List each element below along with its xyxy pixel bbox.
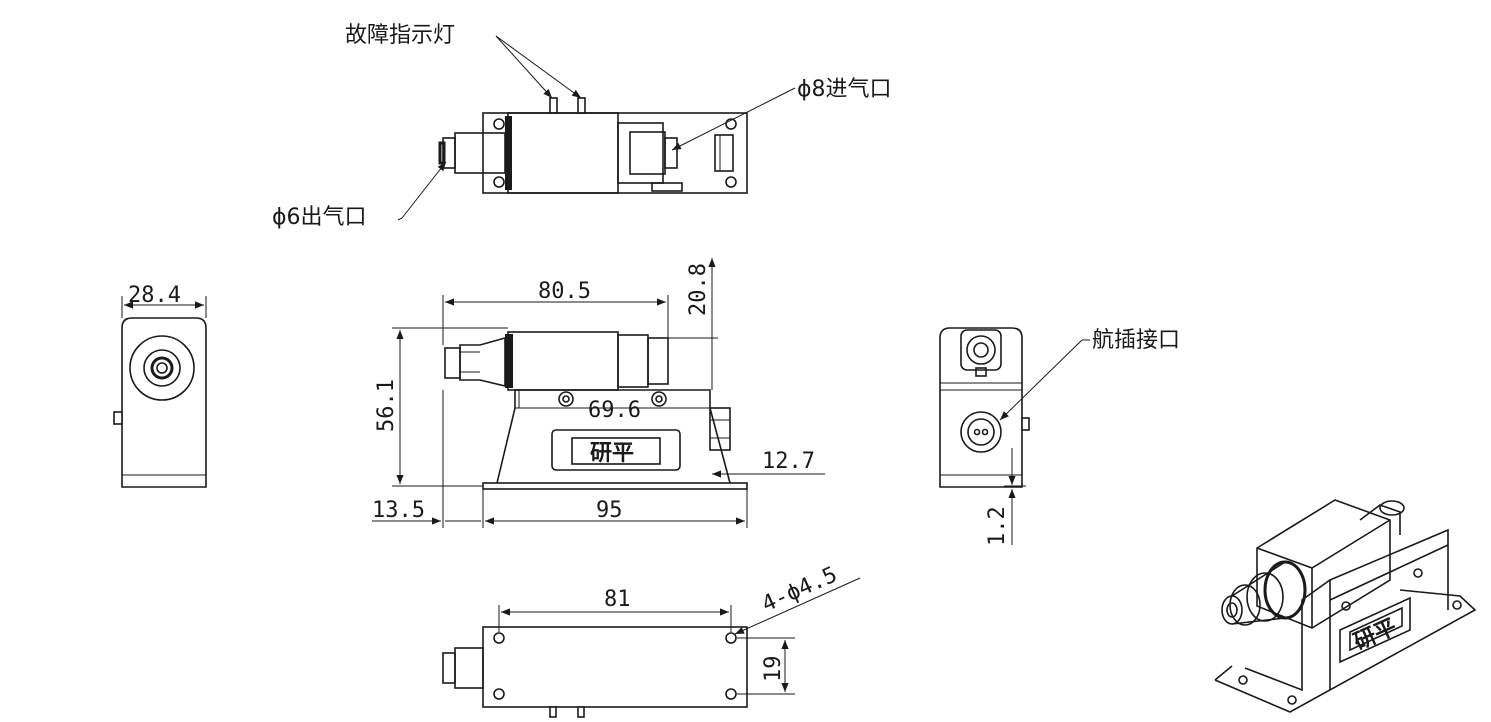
aviation-plug-label: 航插接口	[1092, 328, 1180, 353]
dim-height: 56.1	[374, 379, 399, 432]
bottom-view	[442, 577, 861, 718]
fault-indicator-label: 故障指示灯	[345, 23, 455, 48]
dim-base-length: 95	[596, 498, 623, 523]
dim-base-thickness: 1.2	[985, 506, 1010, 546]
top-view	[397, 35, 796, 221]
dim-hole-spacing-y: 19	[761, 656, 786, 683]
holes-label: 4-ϕ4.5	[758, 562, 841, 617]
left-side-view	[113, 296, 207, 488]
dim-width-side: 28.4	[128, 283, 181, 308]
dim-base-offset: 13.5	[372, 498, 425, 523]
dim-fitting-height: 20.8	[686, 263, 711, 316]
dim-hole-spacing-x: 81	[604, 587, 631, 612]
inlet-label: ϕ8进气口	[797, 77, 892, 102]
dim-connector-offset: 12.7	[762, 449, 815, 474]
dim-mount-spacing: 69.6	[588, 398, 641, 423]
brand-plate-front: 研平	[590, 441, 634, 466]
isometric-view	[1214, 499, 1477, 713]
dim-length-top: 80.5	[538, 279, 591, 304]
outlet-label: ϕ6出气口	[272, 205, 367, 230]
front-view	[372, 258, 825, 528]
right-side-view	[939, 327, 1090, 545]
brand-plate-iso: 研平	[1350, 615, 1400, 656]
